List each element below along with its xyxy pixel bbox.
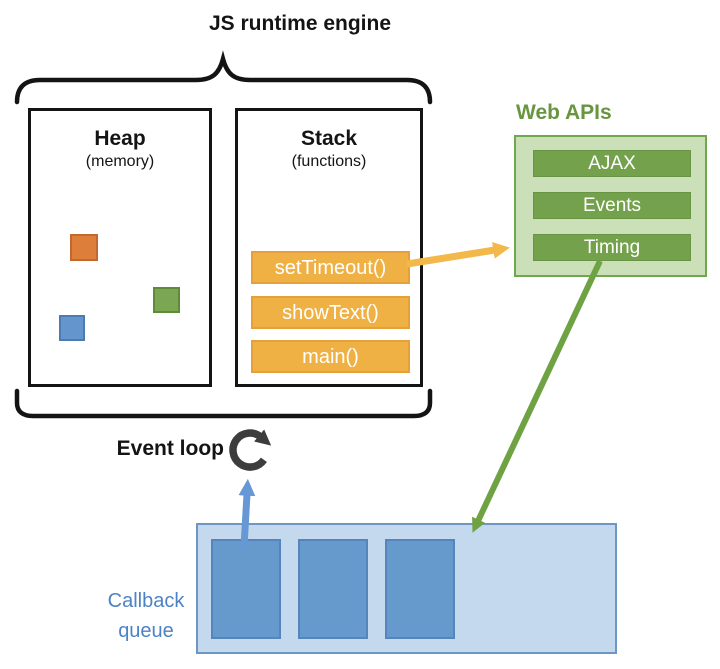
runtime-brace [14,50,433,105]
heap-box: Heap (memory) [28,108,212,387]
callback-queue-label: Callback queue [107,590,185,642]
stack-box: Stack (functions) setTimeout() showText(… [235,108,423,387]
arrow-timing-to-queue [472,259,603,533]
heap-subtitle: (memory) [85,153,155,170]
event-loop-label: Event loop [116,437,224,460]
web-api-events: Events [533,192,691,219]
stack-title: Stack [300,127,358,150]
callback-queue-slot [298,539,368,639]
callback-queue-box [196,523,617,654]
callback-queue-slot [385,539,455,639]
stack-frame-main: main() [251,340,410,373]
diagram-title: JS runtime engine [208,12,392,35]
web-apis-title: Web APIs [516,101,612,124]
callback-queue-slot [211,539,281,639]
heap-object-orange [70,234,98,261]
web-api-ajax: AJAX [533,150,691,177]
stack-subtitle: (functions) [291,153,367,170]
heap-title: Heap [94,127,146,150]
heap-object-blue [59,315,85,341]
web-apis-box: AJAX Events Timing [514,135,707,277]
stack-frame-showtext: showText() [251,296,410,329]
heap-object-green [153,287,180,313]
stack-frame-settimeout: setTimeout() [251,251,410,284]
web-api-timing: Timing [533,234,691,261]
runtime-bottom-bracket [14,388,433,419]
event-loop-icon [229,429,272,471]
